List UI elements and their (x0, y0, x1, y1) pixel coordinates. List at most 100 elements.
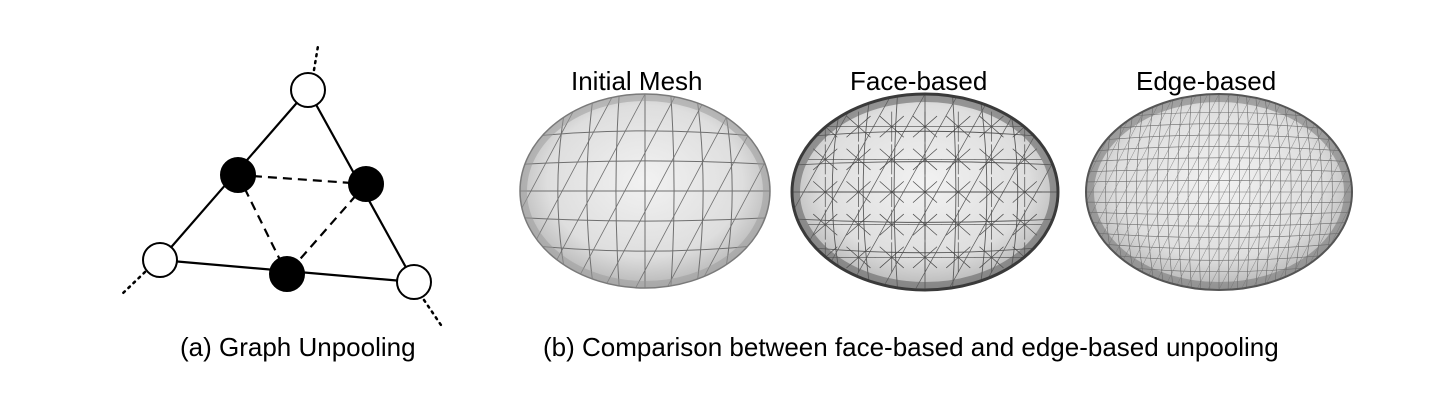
mesh-star-spoke (991, 126, 1004, 138)
dotted-tail (118, 270, 147, 298)
face-based-mesh-outline (790, 92, 1060, 292)
mesh-star-spoke (879, 181, 892, 193)
mesh-star-spoke (958, 115, 971, 127)
mesh-star-spoke (879, 246, 892, 258)
mesh-star-spoke (891, 159, 905, 171)
mesh-parallel (520, 160, 770, 165)
mesh-star-spoke (879, 159, 892, 171)
mesh-star-spoke (979, 115, 992, 127)
mesh-star-spoke (858, 115, 871, 127)
mesh-diagonal (1363, 94, 1443, 290)
mesh-diagonal (1273, 94, 1352, 290)
mesh-diagonal (635, 94, 740, 288)
mesh-star-spoke (991, 148, 1004, 160)
mesh-star-spoke (924, 246, 938, 258)
mesh-star-spoke (812, 159, 826, 171)
mesh-star-spoke (846, 213, 859, 225)
mesh-star-spoke (912, 213, 926, 225)
mesh-star-spoke (879, 126, 892, 138)
mesh-star-spoke (912, 257, 926, 269)
mesh-parallel (1086, 222, 1352, 227)
mesh-star-spoke (1024, 181, 1038, 193)
mesh-star-spoke (979, 159, 992, 171)
mesh-star-spoke (1012, 159, 1025, 171)
dashed-edges (237, 173, 367, 275)
mesh-star-spoke (812, 115, 826, 127)
dashed-edge (237, 173, 367, 186)
mesh-star-spoke (958, 224, 971, 236)
hollow-node (290, 72, 326, 108)
mesh-diagonal (1396, 94, 1443, 290)
mesh-diagonal (1207, 94, 1308, 290)
mesh-star-spoke (858, 257, 871, 269)
mesh-star-spoke (924, 191, 938, 203)
mesh-diagonal (572, 94, 677, 288)
mesh-star-spoke (825, 224, 838, 236)
new-vertices (220, 157, 384, 292)
mesh-diagonal (1086, 94, 1164, 290)
mesh-diagonal (1418, 94, 1443, 290)
mesh-star-spoke (912, 224, 926, 236)
panel-b-caption: (b) Comparison between face-based and ed… (543, 332, 1279, 362)
graph-unpooling-diagram (118, 44, 445, 330)
mesh-star-spoke (1012, 148, 1025, 160)
mesh-star-spoke (825, 148, 838, 160)
mesh-star-spoke (924, 181, 938, 193)
mesh-star-spoke (991, 181, 1004, 193)
initial-mesh-outline (519, 93, 771, 289)
mesh-star-spoke (912, 115, 926, 127)
mesh-star-spoke (858, 213, 871, 225)
mesh-parallel (1086, 146, 1352, 152)
mesh-star-spoke (991, 159, 1004, 171)
mesh-star-spoke (825, 181, 838, 193)
mesh-star-spoke (858, 148, 871, 160)
mesh-diagonal (697, 94, 770, 288)
mesh-diagonal (1218, 94, 1319, 290)
mesh-diagonal (167, 94, 270, 288)
mesh-star-spoke (812, 257, 826, 269)
mesh-star-spoke (979, 126, 992, 138)
mesh-star-spoke (958, 257, 971, 269)
mesh-diagonal (1374, 94, 1443, 290)
mesh-star-spoke (958, 126, 971, 138)
filled-node (348, 166, 384, 202)
mesh-star-spoke (846, 181, 859, 193)
mesh-star-spoke (945, 159, 959, 171)
dotted-extension-lines (118, 44, 445, 330)
mesh-diagonal (1385, 94, 1443, 290)
mesh-star-spoke (891, 224, 905, 236)
hollow-node (142, 242, 178, 278)
mesh-diagonal (1163, 94, 1264, 290)
mesh-star-spoke (812, 191, 826, 203)
panel-a-caption: (a) Graph Unpooling (180, 332, 416, 362)
hollow-node (396, 264, 432, 300)
mesh-star-spoke (846, 191, 859, 203)
mesh-star-spoke (945, 181, 959, 193)
mesh-star-spoke (891, 181, 905, 193)
mesh-star-spoke (912, 148, 926, 160)
mesh-star-spoke (958, 148, 971, 160)
mesh-star-spoke (879, 213, 892, 225)
mesh-star-spoke (912, 181, 926, 193)
mesh-star-spoke (879, 148, 892, 160)
mesh-star-spoke (958, 159, 971, 171)
mesh-star-spoke (979, 148, 992, 160)
mesh-star-spoke (858, 126, 871, 138)
mesh-star-spoke (891, 246, 905, 258)
mesh-star-spoke (979, 224, 992, 236)
mesh-star-spoke (945, 126, 959, 138)
mesh-diagonal (1185, 94, 1286, 290)
mesh-star-spoke (812, 213, 826, 225)
mesh-star-spoke (945, 148, 959, 160)
mesh-star-spoke (924, 126, 938, 138)
mesh-star-spoke (924, 213, 938, 225)
mesh-star-spoke (858, 159, 871, 171)
mesh-star-spoke (945, 246, 959, 258)
mesh-star-spoke (879, 115, 892, 127)
mesh-star-spoke (891, 126, 905, 138)
mesh-star-spoke (846, 159, 859, 171)
mesh-diagonal (1086, 94, 1153, 290)
mesh-diagonal (1196, 94, 1297, 290)
mesh-diagonal (520, 94, 521, 288)
